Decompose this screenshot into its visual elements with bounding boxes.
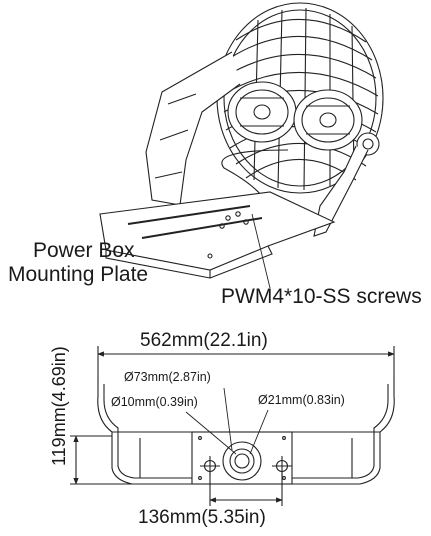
power-cable bbox=[221, 149, 289, 207]
small-hole-diameter-label: Ø10mm(0.39in) bbox=[111, 395, 198, 409]
fixture-isometric bbox=[99, 2, 384, 289]
screws-label: PWM4*10-SS screws bbox=[221, 285, 422, 308]
power-box-mounting-plate bbox=[99, 191, 336, 279]
fixture-front-view bbox=[70, 346, 395, 506]
yoke-bracket bbox=[145, 51, 369, 237]
lamp-head-heatsink bbox=[216, 2, 384, 194]
screws-leader-line bbox=[251, 213, 271, 289]
height-dimension-label: 119mm(4.69in) bbox=[49, 346, 69, 466]
width-dimension-label: 562mm(22.1in) bbox=[140, 330, 268, 351]
center-hole-diameter-label: Ø73mm(2.87in) bbox=[124, 370, 211, 384]
hole-spacing-label: 136mm(5.35in) bbox=[138, 507, 266, 528]
power-box-label: Power Box bbox=[33, 239, 135, 262]
mounting-plate-label: Mounting Plate bbox=[8, 263, 149, 286]
cable-hole-diameter-label: Ø21mm(0.83in) bbox=[258, 393, 345, 407]
